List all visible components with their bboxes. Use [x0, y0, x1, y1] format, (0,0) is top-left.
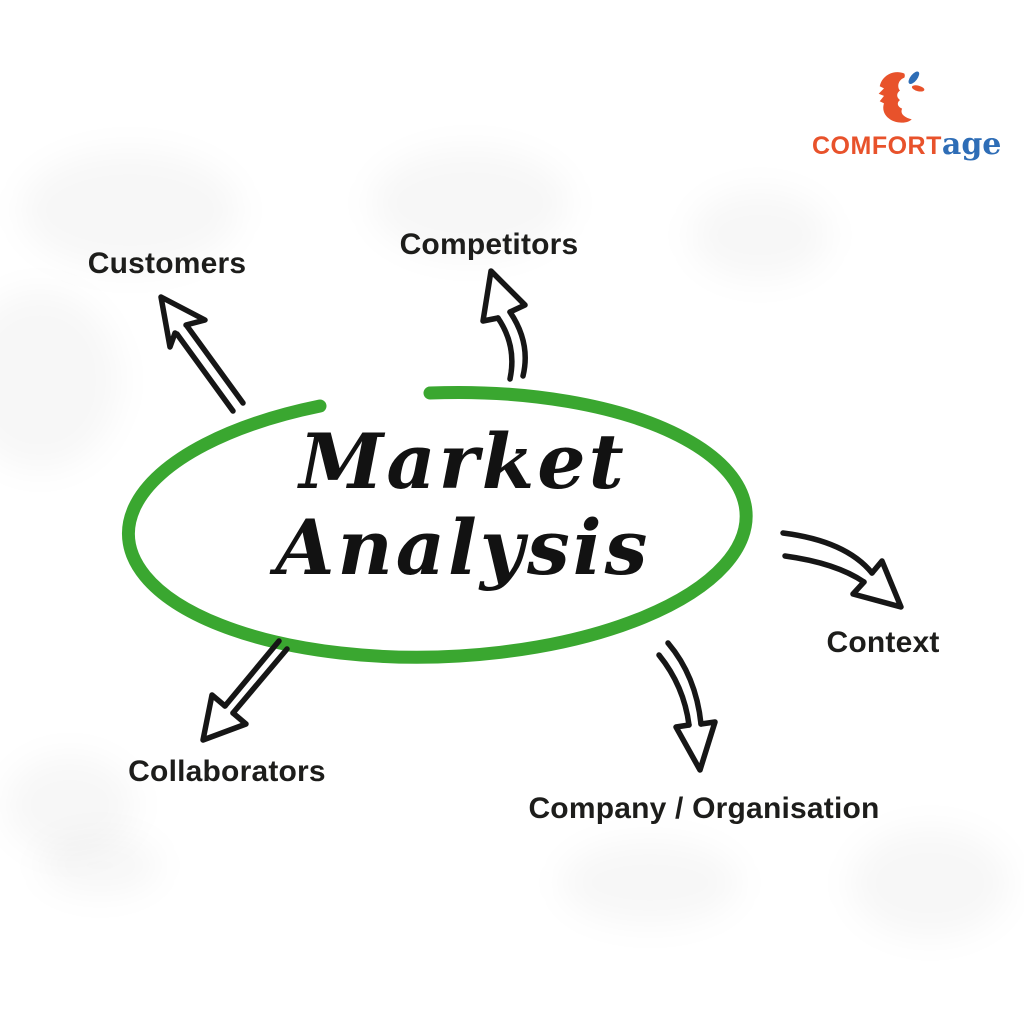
- node-label-context: Context: [826, 626, 940, 659]
- competitors-arrow: [480, 268, 528, 382]
- node-label-customers: Customers: [87, 247, 247, 280]
- node-label-collaborators: Collaborators: [128, 755, 326, 788]
- collaborators-arrow: [200, 638, 290, 743]
- center-title-line1: Market: [299, 417, 627, 506]
- node-label-company-organisation: Company / Organisation: [528, 792, 880, 825]
- center-title: Market Analysis: [276, 419, 651, 591]
- head-profile-with-leaves-icon: [878, 71, 925, 123]
- logo-wordmark: COMFORTage: [812, 130, 1001, 165]
- center-ellipse: [121, 385, 753, 664]
- center-title-line2: Analysis: [275, 503, 651, 592]
- comfortage-logo: COMFORTage: [812, 66, 1001, 165]
- context-arrow: [780, 530, 904, 610]
- logo-text-comfort: COMFORT: [812, 132, 942, 160]
- company-organisation-arrow: [656, 640, 718, 773]
- node-label-competitors: Competitors: [399, 228, 579, 261]
- customers-arrow: [158, 294, 246, 414]
- logo-text-age: age: [941, 127, 1002, 162]
